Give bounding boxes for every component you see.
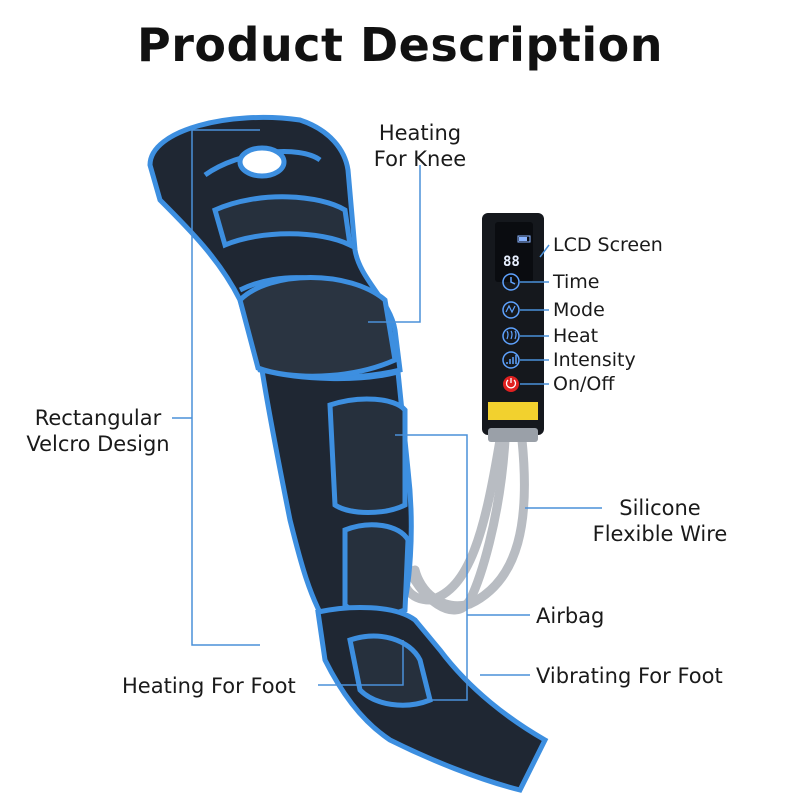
label-intensity: Intensity bbox=[553, 349, 636, 371]
label-airbag: Airbag bbox=[536, 604, 605, 628]
intensity-icon[interactable] bbox=[502, 351, 520, 369]
label-velcro-line1: Rectangular bbox=[34, 406, 162, 430]
label-heat: Heat bbox=[553, 325, 599, 347]
label-velcro: Rectangular Velcro Design bbox=[18, 405, 178, 457]
knee-cap bbox=[237, 275, 398, 379]
clock-icon bbox=[502, 273, 520, 291]
label-time: Time bbox=[553, 271, 600, 293]
silicone-wire bbox=[399, 435, 529, 615]
leg-sleeve bbox=[147, 115, 549, 793]
lcd-digits: 88 bbox=[503, 254, 520, 270]
battery-icon bbox=[517, 235, 531, 243]
label-velcro-line2: Velcro Design bbox=[26, 432, 170, 456]
mode-icon[interactable] bbox=[502, 301, 520, 319]
label-silicone-wire: Silicone Flexible Wire bbox=[580, 495, 740, 547]
label-wire-line1: Silicone bbox=[619, 496, 701, 520]
page-title: Product Description bbox=[137, 18, 663, 72]
label-lcd-screen: LCD Screen bbox=[553, 234, 663, 256]
label-on-off: On/Off bbox=[553, 373, 615, 395]
callout-lines bbox=[172, 129, 602, 701]
label-mode: Mode bbox=[553, 299, 605, 321]
label-heating-foot: Heating For Foot bbox=[122, 674, 296, 698]
label-heating-knee: Heating For Knee bbox=[350, 120, 490, 172]
controller: 88 bbox=[482, 213, 544, 442]
label-heating-knee-line2: For Knee bbox=[373, 147, 467, 171]
label-wire-line2: Flexible Wire bbox=[592, 522, 728, 546]
power-icon[interactable] bbox=[503, 376, 519, 392]
label-heating-knee-line1: Heating bbox=[378, 121, 462, 145]
heat-icon[interactable] bbox=[502, 327, 520, 345]
label-vibrating-foot: Vibrating For Foot bbox=[536, 664, 723, 688]
warning-sticker bbox=[488, 402, 538, 420]
